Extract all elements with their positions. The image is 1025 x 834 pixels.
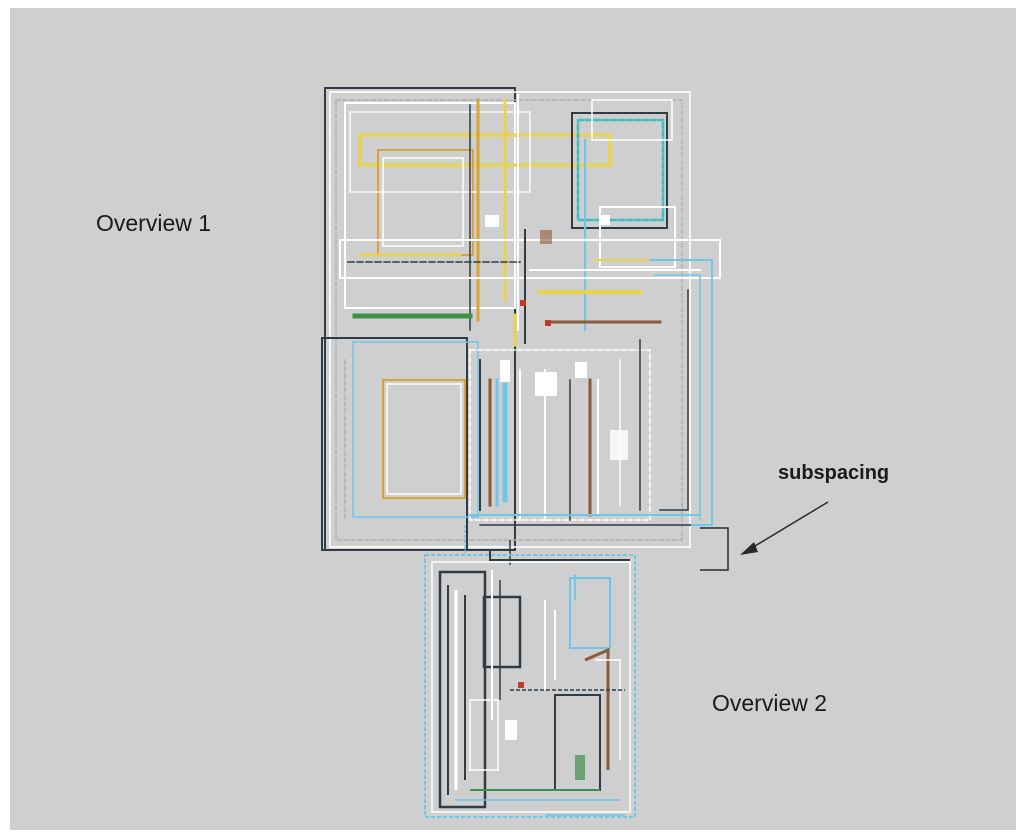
overview-1-label: Overview 1 xyxy=(96,210,212,236)
diagram-background xyxy=(10,8,1016,830)
overview-2-label: Overview 2 xyxy=(712,690,828,716)
overview-2-layout xyxy=(424,554,636,818)
subspacing-label: subspacing xyxy=(778,462,890,484)
bridge-connector xyxy=(322,525,630,565)
subspacing-arrow-head xyxy=(740,542,758,555)
overview-1-layout xyxy=(321,87,721,551)
subspacing-bracket xyxy=(700,527,729,571)
subspacing-indicator xyxy=(700,501,829,571)
subspacing-arrow-shaft xyxy=(749,501,829,550)
